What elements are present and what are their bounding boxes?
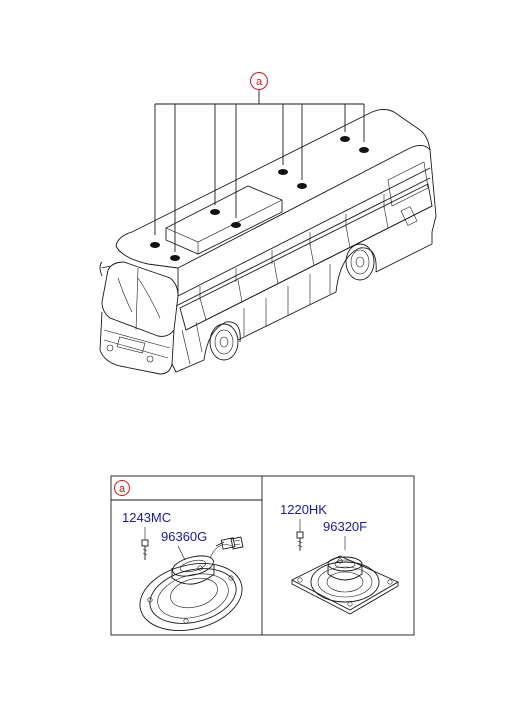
bus-illustration bbox=[99, 109, 437, 375]
callout-box-label: a bbox=[119, 483, 126, 495]
part-label-right-speaker[interactable]: 96320F bbox=[323, 519, 367, 534]
detail-box bbox=[110, 475, 415, 636]
part-label-right-bolt[interactable]: 1220HK bbox=[280, 502, 327, 517]
part-label-left-bolt[interactable]: 1243MC bbox=[122, 510, 171, 525]
square-speaker-icon bbox=[291, 536, 399, 615]
callout-main-label: a bbox=[256, 76, 263, 88]
bolt-icon-right bbox=[296, 519, 304, 551]
part-label-left-speaker[interactable]: 96360G bbox=[161, 529, 207, 544]
roof-speaker-markers bbox=[150, 136, 369, 261]
connector-icon bbox=[215, 536, 244, 550]
bolt-icon bbox=[141, 527, 149, 560]
callout-box[interactable]: a bbox=[114, 480, 130, 496]
round-speaker-icon bbox=[139, 544, 243, 631]
callout-leader-lines bbox=[154, 90, 365, 252]
callout-main[interactable]: a bbox=[250, 72, 268, 90]
